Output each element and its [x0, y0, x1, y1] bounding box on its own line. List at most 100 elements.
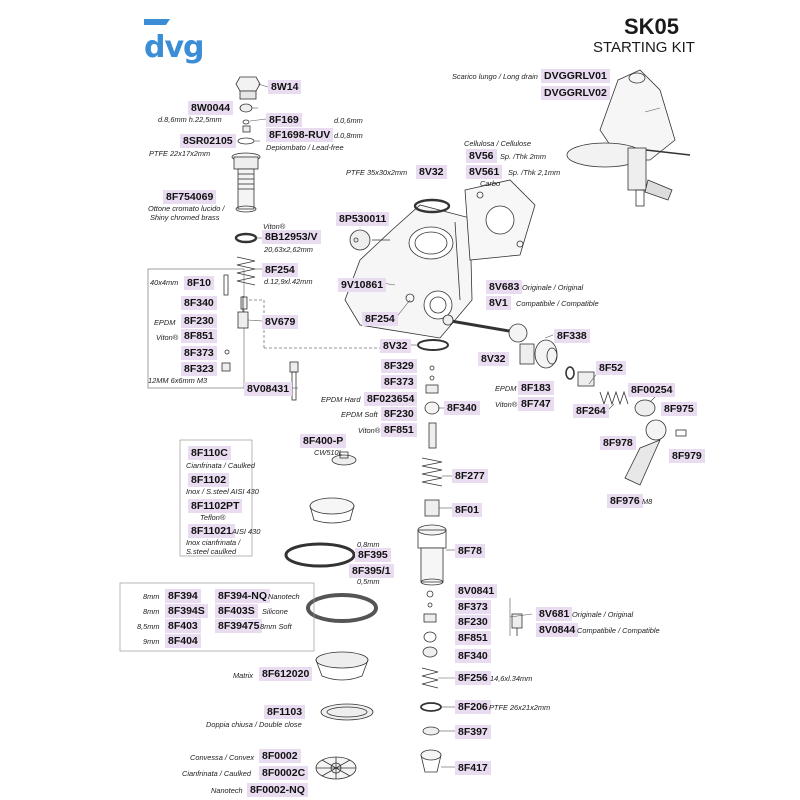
- part-note: Sp. /Thk 2,1mm: [508, 168, 561, 177]
- part-label-8F0002: 8F0002: [259, 749, 301, 763]
- part-label-8F206: 8F206: [455, 700, 491, 714]
- part-label-8F329: 8F329: [381, 359, 417, 373]
- part-label-8V679: 8V679: [262, 315, 299, 329]
- part-note: Originale / Original: [572, 610, 634, 619]
- part-8F340-drawing: [240, 296, 248, 310]
- part-8V56-drawing: [464, 179, 536, 261]
- part-label-8V683: 8V683: [486, 280, 523, 294]
- part-label-8V681: 8V681: [536, 607, 573, 621]
- part-label-8F404: 8F404: [165, 634, 201, 648]
- part-note: d.0,6mm: [334, 116, 363, 125]
- part-note: Cianfrinata / Caulked: [186, 461, 256, 470]
- part-label-8F52: 8F52: [596, 361, 626, 375]
- part-label-8F851-b: 8F851: [381, 423, 417, 437]
- part-note: 8mm: [143, 592, 160, 601]
- part-label-8F395: 8F395: [355, 548, 391, 562]
- part-label-8F1103: 8F1103: [264, 705, 306, 719]
- part-8F395-drawing: [284, 542, 356, 568]
- part-label-8F169: 8F169: [266, 113, 302, 127]
- part-label-8V32-top: 8V32: [416, 165, 447, 179]
- logo-portafilter-icon: [144, 19, 170, 25]
- part-label-8F01: 8F01: [452, 503, 482, 517]
- part-8F52-drawing: [577, 371, 595, 387]
- part-8F373c-drawing: [427, 602, 433, 608]
- part-note: Inox / S.steel AISI 430: [186, 487, 259, 496]
- part-note: 8mm: [143, 607, 160, 616]
- part-label-8F340-c: 8F340: [455, 649, 491, 663]
- part-label-8F747: 8F747: [518, 397, 554, 411]
- part-label-8W0044: 8W0044: [188, 101, 234, 115]
- part-label-8F230-b: 8F230: [381, 407, 417, 421]
- part-8F78-drawing: [417, 524, 447, 586]
- part-8F978-drawing: [645, 419, 667, 441]
- part-note: PTFE 22x17x2mm: [149, 149, 211, 158]
- part-note: AISI 430: [232, 527, 261, 536]
- part-8F975-drawing: [634, 399, 656, 417]
- part-note: Cianfrinata / Caulked: [182, 769, 252, 778]
- part-label-8F394-NQ: 8F394-NQ: [215, 589, 271, 603]
- part-8F612020-drawing: [315, 651, 369, 681]
- part-label-8F338: 8F338: [554, 329, 590, 343]
- part-label-8F340: 8F340: [181, 296, 217, 310]
- part-note: Nanotech: [211, 786, 243, 795]
- part-label-9V10861: 9V10861: [338, 278, 387, 292]
- part-8F0002-drawing: [315, 756, 357, 780]
- brand-logo: dvg: [144, 30, 205, 65]
- part-label-8V0841: 8V0841: [455, 584, 498, 598]
- part-8F329-drawing: [429, 365, 435, 371]
- part-label-8F254: 8F254: [262, 263, 298, 277]
- part-8F264-spring-drawing: [599, 390, 629, 406]
- part-label-8F0002C: 8F0002C: [259, 766, 309, 780]
- part-8F110C-drawing: [309, 497, 355, 524]
- part-8F394-drawing: [306, 593, 378, 623]
- part-8V0841-drawing: [426, 590, 434, 598]
- part-note: d.8,6mm h.22,5mm: [158, 115, 222, 124]
- part-label-8F1102PT: 8F1102PT: [188, 499, 243, 513]
- part-note: Carbo: [480, 179, 501, 188]
- page-title: SK05: [624, 14, 680, 39]
- part-note: Compatibile / Compatible: [516, 299, 599, 308]
- part-8F417-drawing: [420, 749, 442, 773]
- part-8W14-drawing: [235, 76, 261, 100]
- part-label-8F403S: 8F403S: [215, 604, 258, 618]
- part-note: Viton®: [495, 400, 518, 409]
- part-note: Originale / Original: [522, 283, 584, 292]
- part-8F340b-drawing: [424, 401, 440, 415]
- part-DVGGRLV-drawing: [566, 69, 691, 207]
- part-label-8F976: 8F976: [607, 494, 643, 508]
- part-note: Compatibile / Compatible: [577, 626, 660, 635]
- part-8F754069-drawing: [231, 152, 261, 213]
- part-8F023654-drawing: [425, 384, 439, 394]
- part-8F254-spring-drawing: [236, 256, 256, 286]
- part-label-8F00254: 8F00254: [628, 383, 676, 397]
- part-note: Silicone: [262, 607, 288, 616]
- part-note: 8mm Soft: [260, 622, 292, 631]
- gasket-label-frame: [119, 582, 315, 652]
- part-8F277-spring-drawing: [421, 457, 443, 487]
- part-8F169-drawing: [242, 119, 250, 125]
- part-label-8F0002-NQ: 8F0002-NQ: [247, 783, 308, 797]
- part-label-8V561: 8V561: [466, 165, 503, 179]
- part-label-8F277: 8F277: [452, 469, 488, 483]
- part-label-8P530011: 8P530011: [336, 212, 390, 226]
- part-note: Nanotech: [268, 592, 300, 601]
- part-note: CW510L: [314, 448, 343, 457]
- part-note: Doppia chiusa / Double close: [206, 720, 302, 729]
- part-label-8W14: 8W14: [268, 80, 302, 94]
- part-8F1698-drawing: [242, 125, 251, 133]
- part-label-8F183: 8F183: [518, 381, 554, 395]
- part-8SR02105-drawing: [237, 137, 255, 145]
- part-label-8F10: 8F10: [184, 276, 214, 290]
- part-label-8F417: 8F417: [455, 761, 491, 775]
- part-note: Convessa / Convex: [190, 753, 255, 762]
- part-note: d.12,9xl.42mm: [264, 277, 313, 286]
- part-8P530011-drawing: [349, 229, 390, 251]
- part-8F979-drawing: [675, 429, 687, 437]
- part-label-8F11021: 8F11021: [188, 524, 235, 538]
- part-note: Shiny chromed brass: [150, 213, 220, 222]
- part-8B12953-drawing: [234, 232, 258, 244]
- part-8V32-center-drawing: [417, 339, 449, 351]
- part-label-8F110C: 8F110C: [188, 446, 231, 460]
- part-note: Ottone cromato lucido /: [148, 204, 225, 213]
